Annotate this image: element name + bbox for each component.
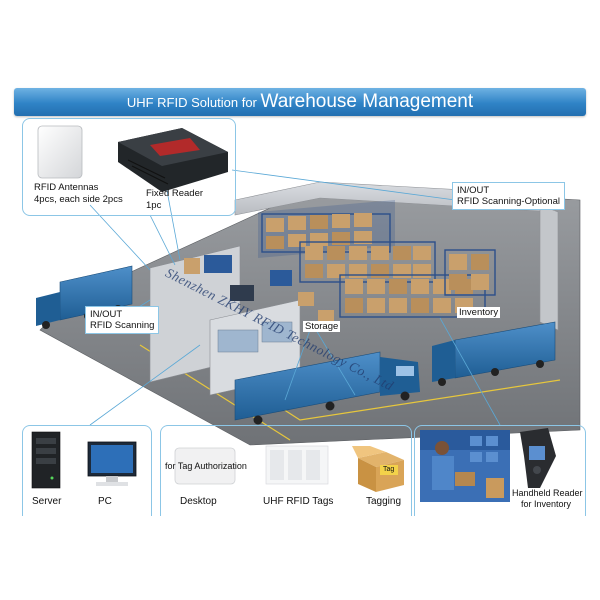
tagging-box-icon: [352, 446, 404, 492]
desktop-reader-icon: [174, 447, 236, 485]
storage-label: Storage: [303, 321, 341, 332]
server-pc-callout: [22, 425, 152, 516]
inventory-label: Inventory: [457, 307, 501, 318]
handheld-photo: [420, 430, 510, 502]
box-tag-text: Tag: [383, 466, 395, 473]
truck-front: [234, 351, 420, 425]
title-banner: UHF RFID Solution for Warehouse Manageme…: [14, 88, 586, 116]
rfid-tags-roll-icon: [265, 445, 329, 485]
title-prefix: UHF RFID Solution for: [126, 95, 261, 110]
pc-label: PC: [98, 496, 112, 507]
antenna-label-1: RFID Antennas: [34, 182, 99, 193]
inout-scanning-line1: IN/OUT: [90, 309, 123, 320]
handheld-label-2: for Inventory: [521, 499, 572, 509]
inout-optional-line2: RFID Scanning-Optional: [457, 196, 560, 207]
tagging-label: Tagging: [366, 496, 402, 507]
rfid-tags-label: UHF RFID Tags: [263, 496, 334, 507]
warehouse-front-wall: [149, 245, 301, 396]
title-text: UHF RFID Solution for Warehouse Manageme…: [14, 88, 586, 116]
inout-optional-label: IN/OUT RFID Scanning-Optional: [452, 182, 565, 210]
antenna-label-2: 4pcs, each side 2pcs: [34, 194, 123, 205]
tagging-callout: [160, 425, 412, 516]
fixed-reader-icon: [118, 128, 228, 192]
truck-right: [432, 321, 556, 386]
forklifts: [184, 255, 334, 324]
rfid-antenna-icon: [37, 125, 83, 179]
inout-optional-line1: IN/OUT: [457, 185, 490, 196]
handheld-label-1: Handheld Reader: [512, 488, 583, 498]
storage-racks: [258, 200, 496, 318]
hardware-callout: [22, 118, 236, 216]
title-emphasis: Warehouse Management: [260, 91, 474, 112]
server-label: Server: [32, 496, 62, 507]
pc-icon: [87, 441, 137, 486]
reader-label-1: Fixed Reader: [146, 188, 204, 199]
handheld-callout: [414, 425, 586, 516]
reader-label-2: 1pc: [146, 200, 162, 211]
inout-scanning-label: IN/OUT RFID Scanning: [85, 306, 160, 334]
inout-scanning-line2: RFID Scanning: [90, 320, 155, 331]
server-icon: [31, 431, 61, 489]
handheld-reader-icon: [520, 428, 556, 488]
desktop-label: Desktop: [180, 496, 217, 507]
tag-authorization-label: for Tag Authorization: [165, 461, 247, 471]
